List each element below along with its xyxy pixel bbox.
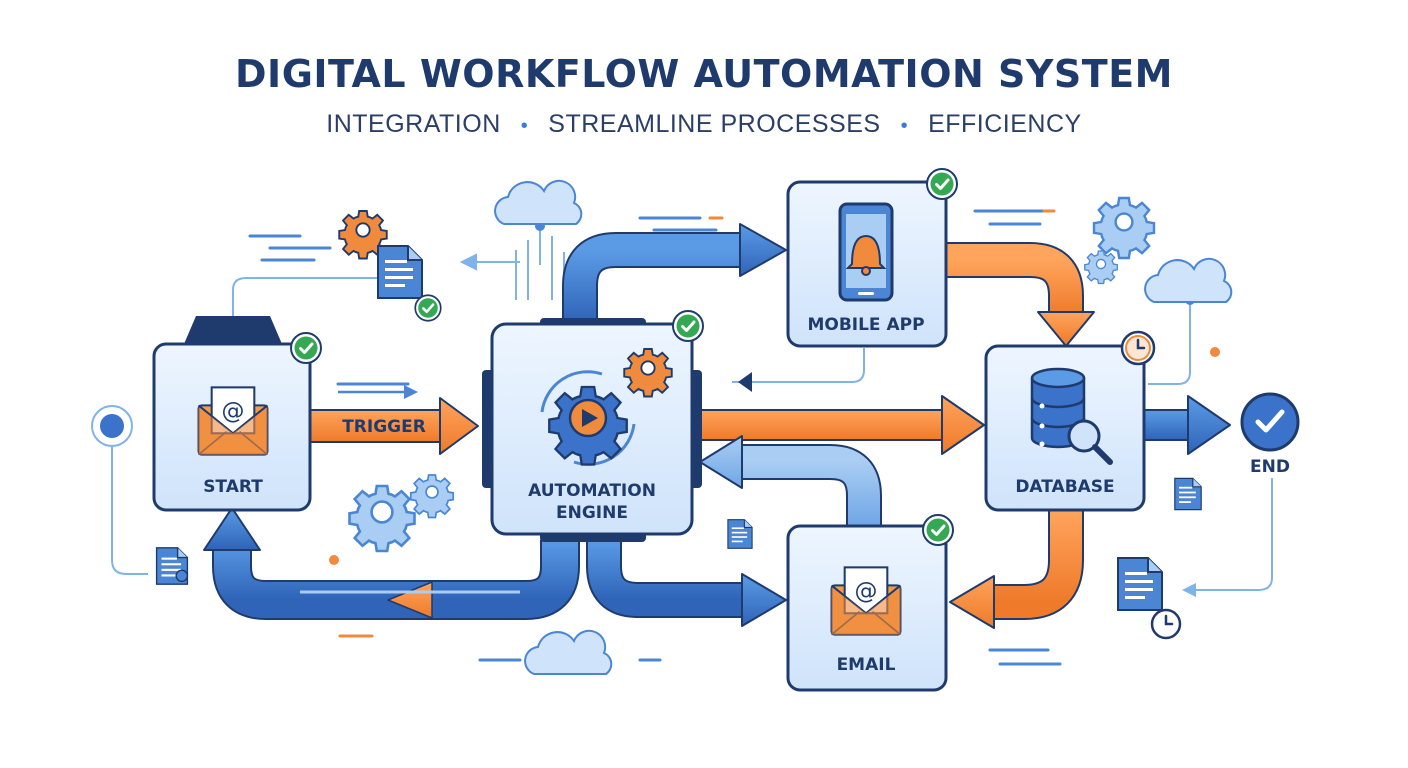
subtitle-streamline: STREAMLINE PROCESSES xyxy=(548,110,881,138)
arrow-engine-to-email xyxy=(586,540,787,627)
document-icon xyxy=(1174,477,1202,511)
node-end[interactable]: END xyxy=(1240,392,1300,477)
check-icon xyxy=(925,167,959,201)
gear-icon xyxy=(1092,196,1156,260)
arrow-email-to-engine xyxy=(699,435,882,526)
mobile-app-label: MOBILE APP xyxy=(807,315,924,335)
phone-bell-icon xyxy=(838,202,894,302)
check-icon xyxy=(671,309,705,343)
check-circle-icon xyxy=(1255,409,1285,433)
start-label: START xyxy=(203,477,263,497)
small-arrow-markers xyxy=(338,372,1196,597)
document-icon xyxy=(727,519,753,549)
subtitle-efficiency: EFFICIENCY xyxy=(928,110,1082,138)
node-start[interactable]: START START xyxy=(152,316,323,512)
gear-icon xyxy=(623,348,673,398)
start-point-indicator xyxy=(91,405,133,447)
node-mobile-app[interactable]: MOBILE APP xyxy=(786,167,959,348)
subtitle-separator-dot: • xyxy=(520,115,529,137)
document-icon xyxy=(377,245,423,299)
trigger-label: TRIGGER xyxy=(342,417,426,437)
cloud-icon xyxy=(1144,257,1233,303)
gear-icon xyxy=(338,210,388,260)
arrow-mobile-to-database xyxy=(946,242,1095,347)
gear-icon xyxy=(1084,250,1118,285)
arrow-database-to-email xyxy=(949,510,1084,629)
start-tab-label: START xyxy=(203,321,263,341)
gear-icon xyxy=(348,484,416,553)
check-icon xyxy=(289,331,323,365)
certificate-document-icon xyxy=(155,547,189,585)
check-icon xyxy=(413,293,443,323)
document-clock-icon xyxy=(1117,557,1182,640)
database-search-icon xyxy=(1030,367,1113,465)
node-database[interactable]: DATABASE xyxy=(984,330,1156,512)
cloud-icon xyxy=(524,629,613,675)
cloud-icon xyxy=(494,179,583,225)
page-title: DIGITAL WORKFLOW AUTOMATION SYSTEM xyxy=(235,52,1173,96)
check-icon xyxy=(921,513,955,547)
end-label: END xyxy=(1250,457,1290,477)
engine-label-line2: ENGINE xyxy=(556,503,628,523)
node-automation-engine[interactable]: AUTOMATION ENGINE xyxy=(482,309,705,542)
arrow-engine-to-database xyxy=(693,395,985,455)
subtitle-integration: INTEGRATION xyxy=(326,110,501,138)
decorative-dash-lines xyxy=(248,209,1220,666)
database-label: DATABASE xyxy=(1015,477,1114,497)
arrow-database-to-end xyxy=(1143,395,1231,455)
arrow-start-to-engine-trigger: TRIGGER xyxy=(309,397,479,455)
node-email[interactable]: EMAIL xyxy=(786,513,955,692)
arrow-engine-to-mobile xyxy=(562,223,787,322)
clock-icon xyxy=(1120,330,1156,366)
arrow-engine-to-start-loop xyxy=(203,507,580,620)
subtitle-separator-dot: • xyxy=(900,115,909,137)
engine-label-line1: AUTOMATION xyxy=(528,481,656,501)
connector-lines xyxy=(111,221,1273,591)
page-subtitle: INTEGRATION • STREAMLINE PROCESSES • EFFICIE… xyxy=(0,110,1408,139)
gear-play-icon xyxy=(540,370,636,466)
email-label: EMAIL xyxy=(837,655,896,675)
gear-icon xyxy=(409,474,455,519)
